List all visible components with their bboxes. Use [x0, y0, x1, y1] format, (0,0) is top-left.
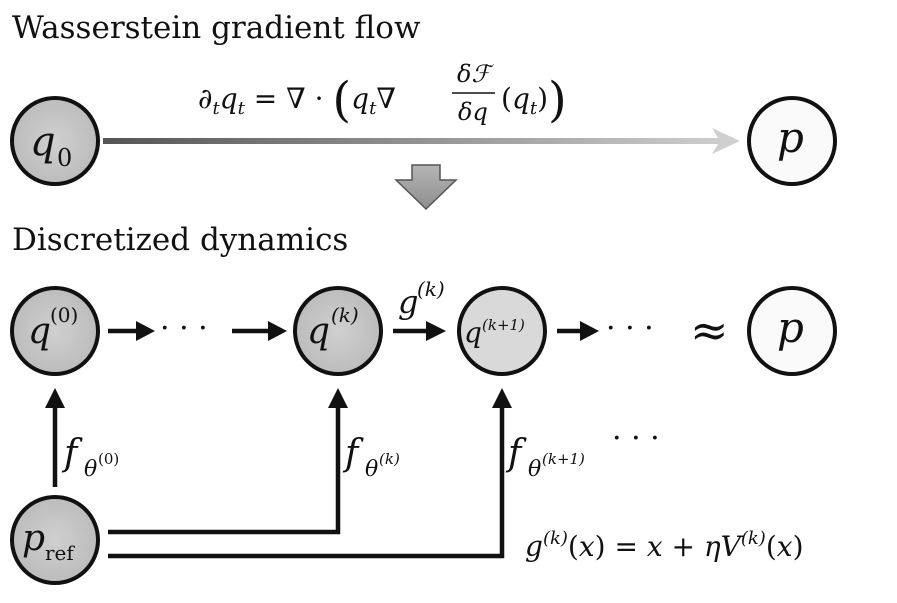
svg-text:θ: θ: [365, 457, 378, 482]
svg-text:p: p: [777, 113, 804, 162]
update-equation: g(k)(x) = x + ηV(k)(x): [525, 528, 804, 563]
svg-text:(0): (0): [50, 303, 78, 327]
edge-label-fk: f: [342, 433, 364, 474]
edge-label-g-k: g: [398, 283, 418, 321]
edge-label-fk1: f: [505, 433, 527, 474]
node-p-top: [747, 96, 837, 186]
flow-equation: ∂tqt = ∇ · (qt∇: [198, 72, 396, 128]
svg-text:q: q: [30, 119, 56, 165]
svg-text:(k): (k): [331, 303, 359, 327]
ellipsis-1: · · ·: [160, 311, 208, 346]
svg-text:ref: ref: [45, 541, 75, 565]
svg-text:(k): (k): [417, 277, 445, 301]
svg-text:(k): (k): [379, 450, 400, 468]
svg-text:· · ·: · · ·: [612, 421, 660, 456]
flow-equation-frac-num: δℱ: [457, 60, 494, 88]
svg-text:(k+1): (k+1): [482, 316, 525, 334]
node-q-k: [293, 286, 383, 376]
svg-text:θ: θ: [528, 457, 541, 482]
svg-text:q: q: [464, 316, 482, 349]
section-title-discretized: Discretized dynamics: [12, 222, 349, 258]
svg-text:p: p: [777, 303, 804, 352]
block-down-arrow: [394, 164, 458, 211]
svg-text:p: p: [22, 518, 45, 559]
approx-symbol: ≈: [690, 303, 729, 357]
svg-text:q: q: [28, 311, 51, 352]
svg-text:0: 0: [57, 144, 72, 172]
node-p-bottom: [747, 286, 837, 376]
svg-text:(0): (0): [98, 450, 119, 468]
node-q-init: [10, 286, 100, 376]
flow-arrow-shaft: [103, 138, 728, 144]
flow-arrow-head: [712, 128, 740, 154]
node-q0: [10, 96, 100, 186]
flow-equation-frac-den: δq: [458, 98, 488, 126]
ellipsis-2: · · ·: [606, 311, 654, 346]
svg-text:q: q: [307, 311, 330, 352]
node-p-ref: [10, 495, 100, 585]
node-q-k1: [457, 286, 547, 376]
section-title-gradient-flow: Wasserstein gradient flow: [12, 10, 421, 46]
svg-text:θ: θ: [84, 457, 97, 482]
flow-equation-tail: (qt)): [501, 72, 567, 128]
edge-label-f0: f: [61, 433, 83, 474]
svg-text:(k+1): (k+1): [542, 450, 585, 468]
